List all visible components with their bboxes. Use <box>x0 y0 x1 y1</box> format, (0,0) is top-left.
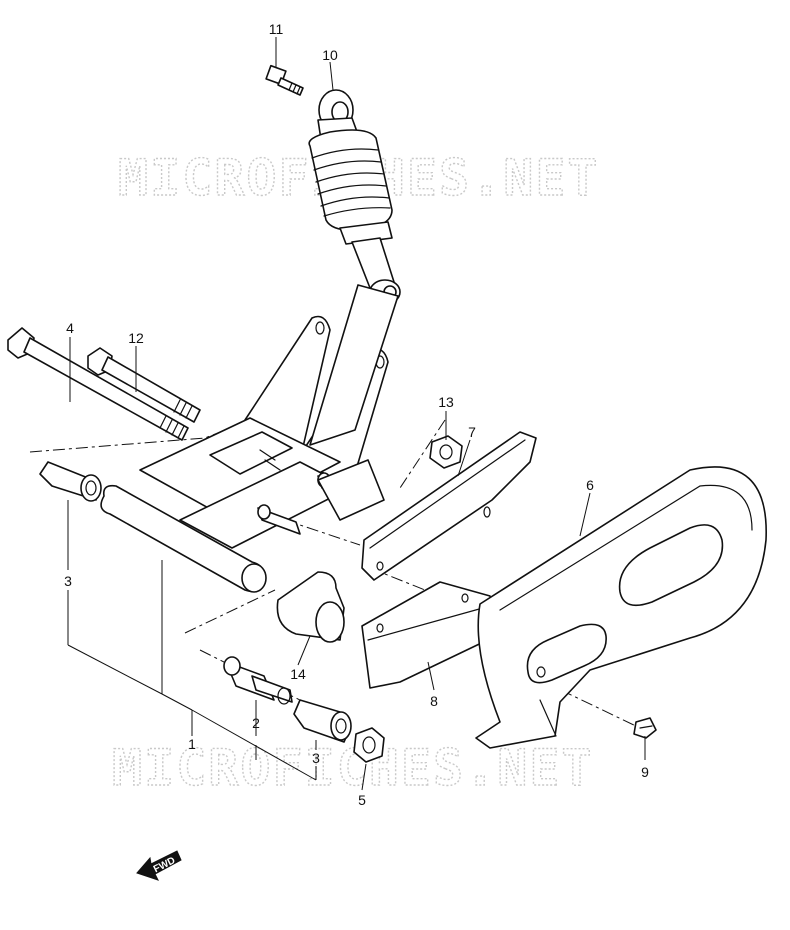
callout-6: 6 <box>586 477 594 493</box>
callout-8: 8 <box>430 693 438 709</box>
callout-3-left: 3 <box>64 573 72 589</box>
callout-13: 13 <box>438 394 454 410</box>
fwd-label: FWD <box>152 855 177 875</box>
shock-absorber-10[interactable] <box>308 89 401 305</box>
callout-5: 5 <box>358 792 366 808</box>
callout-7: 7 <box>468 424 476 440</box>
callout-2: 2 <box>252 715 260 731</box>
bolt-12[interactable] <box>87 347 201 423</box>
lower-chain-guard-8[interactable] <box>361 581 497 689</box>
bolt-11[interactable] <box>265 64 304 96</box>
callout-11: 11 <box>269 21 284 37</box>
callout-10: 10 <box>322 47 338 63</box>
swing-arm-1[interactable] <box>100 284 399 593</box>
chain-guard-bracket-7[interactable] <box>361 431 537 581</box>
watermark-bottom: MICROFICHES.NET <box>112 739 594 797</box>
chain-case-6[interactable] <box>475 466 767 749</box>
nut-13[interactable] <box>429 435 463 469</box>
callout-1: 1 <box>188 736 196 752</box>
callout-14: 14 <box>290 666 306 682</box>
leader-lines <box>67 37 646 791</box>
nut-5[interactable] <box>353 727 385 763</box>
callout-4: 4 <box>66 320 74 336</box>
callout-12: 12 <box>128 330 144 346</box>
long-bolt-4[interactable] <box>7 327 189 441</box>
fwd-arrow-icon: FWD <box>136 850 182 881</box>
spacer-14[interactable] <box>276 571 345 643</box>
screw-9[interactable] <box>633 717 657 739</box>
callout-3-right: 3 <box>312 750 320 766</box>
callout-9: 9 <box>641 764 649 780</box>
bushing-3-right[interactable] <box>293 699 352 743</box>
bushing-3-left[interactable] <box>39 461 102 502</box>
collar-2[interactable] <box>223 656 293 705</box>
